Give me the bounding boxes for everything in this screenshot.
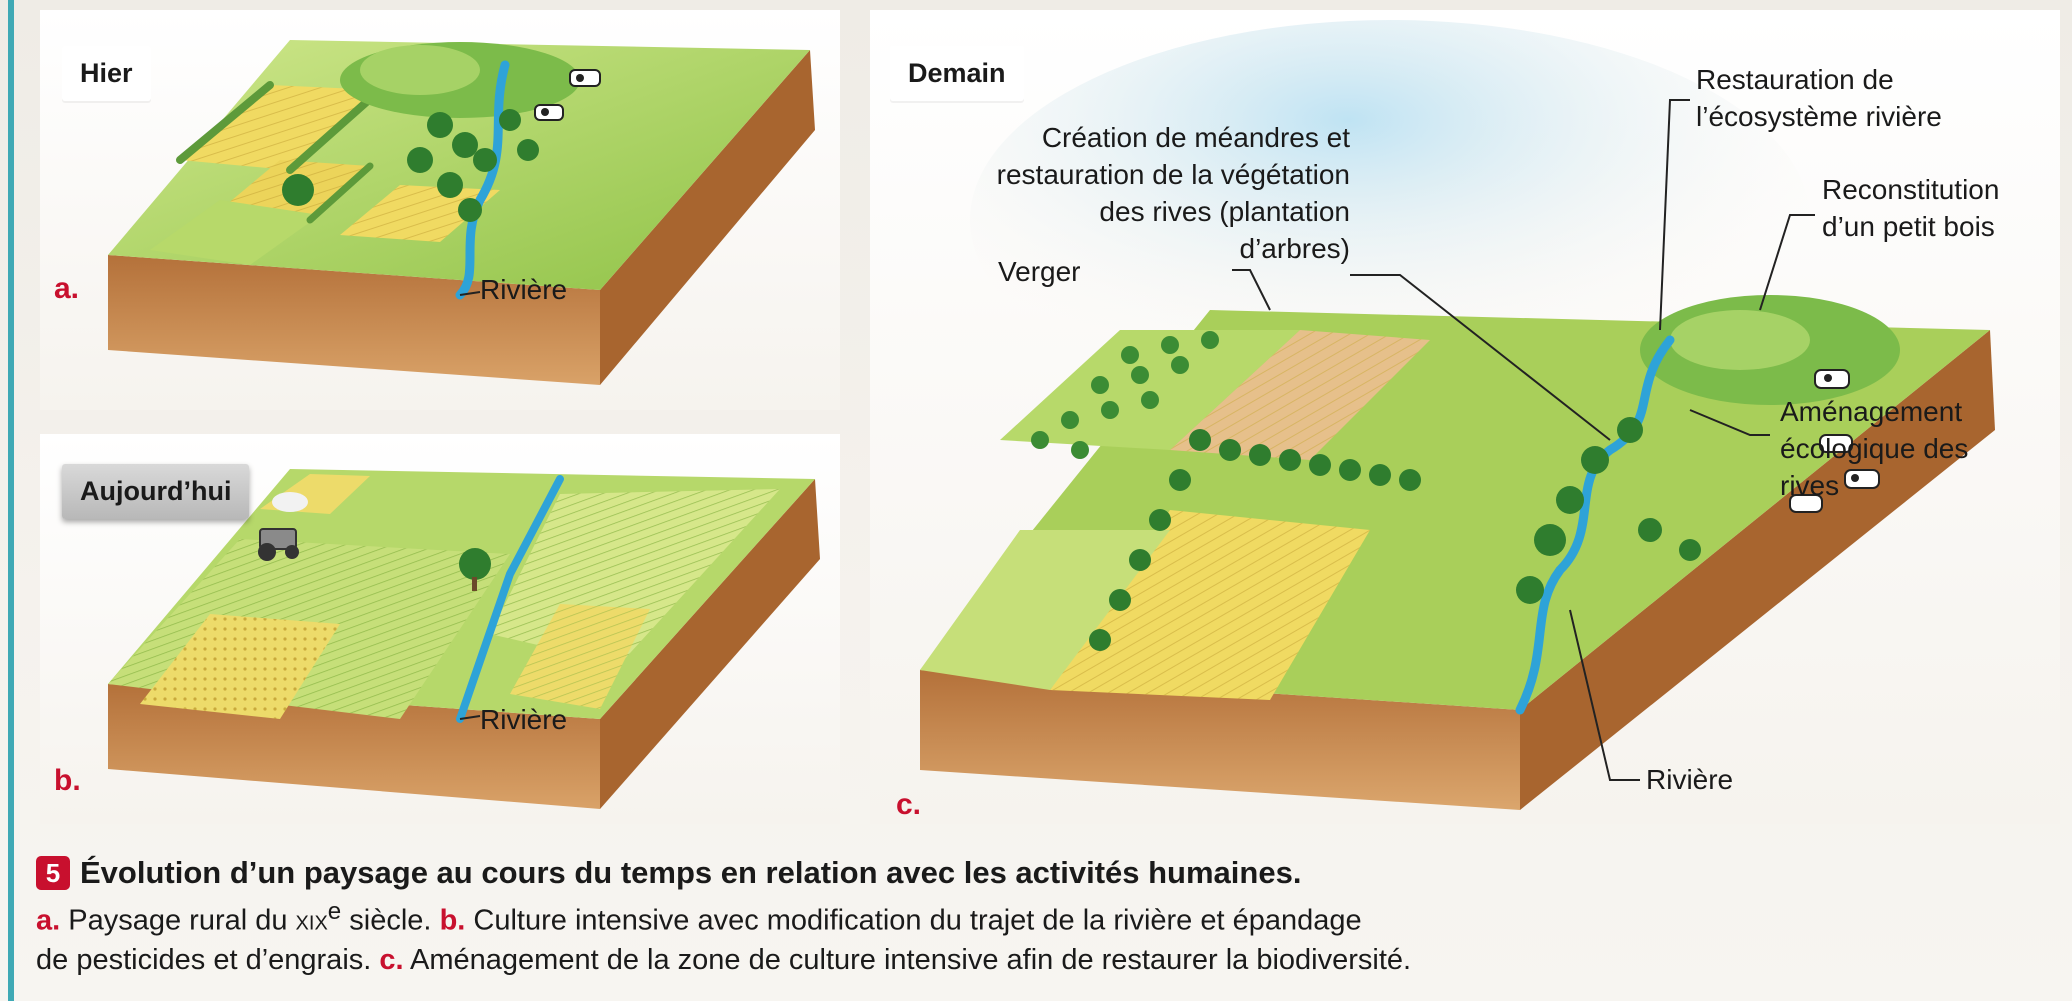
label-banks-line-3: rives	[1780, 468, 1968, 505]
label-small-wood: Reconstitution d’un petit bois	[1822, 172, 1999, 246]
caption-line-1: a. Paysage rural du xixe siècle. b. Cult…	[36, 895, 2046, 941]
label-river-restoration: Restauration de l’écosystème rivière	[1696, 62, 1942, 136]
caption-b-text: Culture intensive avec modification du t…	[465, 904, 1361, 936]
label-orchard: Verger	[998, 254, 1081, 291]
panel-letter-c: c.	[896, 788, 921, 822]
label-banks-line-2: écologique des	[1780, 431, 1968, 468]
caption-letter-c: c.	[379, 944, 403, 976]
label-meanders-line-1: Création de méandres et	[990, 120, 1350, 157]
caption-a-text-2: siècle.	[341, 904, 439, 936]
caption-a-century: xix	[296, 904, 328, 936]
panel-letter-b: b.	[54, 764, 81, 798]
label-river-restoration-line-2: l’écosystème rivière	[1696, 99, 1942, 136]
panel-b-today: Aujourd’hui Rivière b.	[40, 434, 840, 824]
label-banks-line-1: Aménagement	[1780, 394, 1968, 431]
river-label-b: Rivière	[480, 702, 567, 739]
panel-a-yesterday: Hier Rivière a.	[40, 10, 840, 410]
landscape-a-illustration	[40, 10, 840, 410]
figure-caption: 5 Évolution d’un paysage au cours du tem…	[36, 852, 2046, 980]
margin-rule	[8, 0, 14, 1001]
label-meanders-line-2: restauration de la végétation	[990, 157, 1350, 194]
panel-c-tomorrow: Demain Création de méandres et restaurat…	[870, 10, 2060, 824]
tag-hier: Hier	[62, 46, 151, 101]
caption-letter-a: a.	[36, 904, 60, 936]
label-meanders: Création de méandres et restauration de …	[990, 120, 1350, 268]
label-river-c: Rivière	[1646, 762, 1733, 799]
tag-aujourdhui: Aujourd’hui	[62, 464, 249, 519]
caption-title-row: 5 Évolution d’un paysage au cours du tem…	[36, 852, 2046, 895]
label-banks: Aménagement écologique des rives	[1780, 394, 1968, 505]
label-river-restoration-line-1: Restauration de	[1696, 62, 1942, 99]
label-small-wood-line-2: d’un petit bois	[1822, 209, 1999, 246]
panel-letter-a: a.	[54, 272, 79, 306]
caption-title: Évolution d’un paysage au cours du temps…	[80, 852, 1301, 895]
caption-a-text-1: Paysage rural du	[60, 904, 295, 936]
caption-a-sup: e	[328, 898, 341, 925]
caption-letter-b: b.	[440, 904, 466, 936]
caption-line-2: de pesticides et d’engrais. c. Aménageme…	[36, 940, 2046, 980]
figure-number-badge: 5	[36, 856, 70, 890]
river-label-a: Rivière	[480, 272, 567, 309]
caption-b-text-line2: de pesticides et d’engrais.	[36, 944, 379, 976]
label-small-wood-line-1: Reconstitution	[1822, 172, 1999, 209]
caption-c-text: Aménagement de la zone de culture intens…	[404, 944, 1412, 976]
tag-demain: Demain	[890, 46, 1024, 101]
